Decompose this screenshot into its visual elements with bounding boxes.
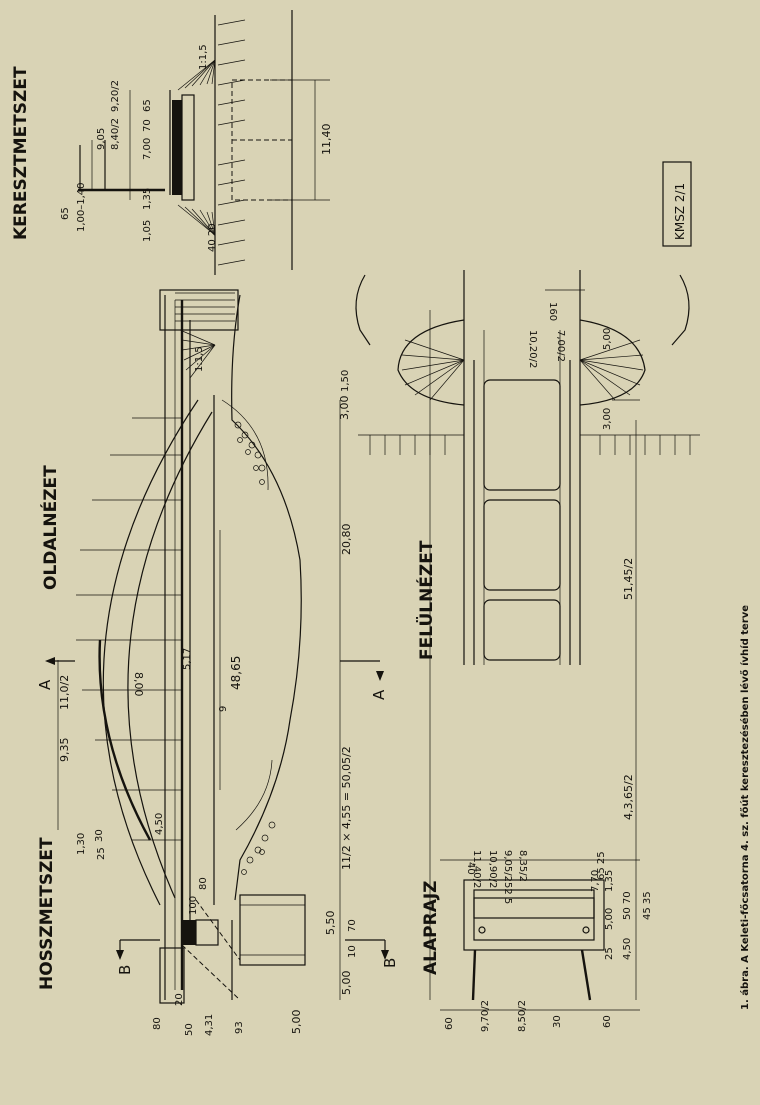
dim-span-formula: 11/2 × 4,55 = 50,05/2: [340, 746, 353, 870]
dim-left-20: 20: [174, 993, 185, 1006]
dim-plan-60-right: 60: [602, 1015, 613, 1028]
dim-8-40-2: 8,40/2: [110, 118, 121, 150]
dim-4-50: 4,50: [154, 813, 165, 835]
dim-plan-25: 25: [604, 947, 615, 960]
dim-7-00-2: 7,00/2: [555, 330, 566, 362]
elevation-view: [45, 289, 431, 1004]
section-a-arrow: [45, 657, 384, 681]
dim-10-20-2: 10,20/2: [527, 330, 538, 368]
dim-plan-65-25: 65 25: [596, 851, 607, 880]
dim-plan-52-5: 52 5: [502, 882, 513, 904]
dim-left-5-00: 5,00: [290, 1010, 303, 1035]
dim-51-45-2: 51,45/2: [622, 558, 635, 600]
dim-left-4-31: 4,31: [204, 1014, 215, 1036]
dim-1-05: 1,05: [142, 220, 153, 242]
dim-plan-9-05-2: 9,05/2: [502, 850, 513, 882]
dim-plan-7-70: 7,70: [590, 870, 601, 892]
dim-65-left: 65: [60, 207, 71, 220]
dim-160: 160: [547, 302, 558, 321]
dim-plan-45-35: 45 35: [642, 891, 653, 920]
stamp-text: KMSZ 2/1: [673, 183, 687, 240]
dim-8-00: 8,00: [132, 672, 145, 697]
dim-11-0-2: 11,0/2: [58, 675, 71, 710]
title-top-view: FELÜLNÉZET: [415, 540, 437, 660]
title-cross-section: KERESZTMETSZET: [11, 66, 31, 240]
title-longitudinal-section: HOSSZMETSZET: [37, 837, 57, 990]
cross-section-view: [78, 10, 330, 275]
dim-plan-5-00: 5,00: [604, 908, 615, 930]
section-b-label-left: B: [116, 965, 134, 975]
dim-1-00-1-40: 1,00–1,40: [76, 182, 87, 232]
section-a-label-right: A: [370, 689, 388, 700]
dim-1-30: 1,30: [76, 833, 87, 855]
dim-9-35: 9,35: [58, 738, 71, 763]
dim-5-50: 5,50: [324, 911, 337, 936]
dim-1-50: 1,50: [340, 370, 351, 392]
dim-plan-4-50: 4,50: [622, 938, 633, 960]
section-a-label-left: A: [36, 679, 54, 690]
top-view: [355, 270, 700, 1000]
dim-80: 80: [198, 877, 209, 890]
dim-9-05: 9,05: [96, 128, 107, 150]
dim-plan-60-left: 60: [444, 1017, 455, 1030]
dim-plan-8-50-2: 8,50/2: [517, 1000, 528, 1032]
dim-plan-40: 40: [465, 862, 476, 875]
dim-11-40: 11,40: [320, 124, 333, 156]
title-plan: ALAPRAJZ: [421, 880, 441, 975]
dim-100: 100: [188, 896, 199, 915]
dim-top-3-00: 3,00: [602, 408, 613, 430]
section-b-label-right: B: [381, 958, 399, 968]
plan-view: [440, 859, 640, 1011]
dim-25: 25: [96, 847, 107, 860]
stamp-box: [662, 161, 692, 247]
dim-plan-8-35-2: 8,35/2: [517, 850, 528, 882]
dim-cross-slope: 1:1,5: [198, 44, 209, 70]
dim-5-17: 5,17: [182, 648, 193, 670]
dim-plan-10-90-2: 10,90/2: [487, 850, 498, 888]
dim-left-50: 50: [184, 1023, 195, 1036]
caption: 1. ábra. A Keleti-főcsatorna 4. sz. főút…: [739, 605, 751, 1010]
dim-9-20-2: 9,20/2: [110, 80, 121, 112]
dim-3-00: 3,00: [338, 396, 351, 421]
dim-plan-9-70-2: 9,70/2: [480, 1000, 491, 1032]
dim-30: 30: [94, 829, 105, 842]
labels: HOSSZMETSZET OLDALNÉZET KERESZTMETSZET FELÜ…: [11, 44, 751, 1036]
dim-43-65-2: 4,3,65/2: [622, 774, 635, 820]
dim-1-35: 1,35: [142, 188, 153, 210]
dim-70-cross: 70: [142, 119, 153, 132]
dim-48-65: 48,65: [229, 656, 243, 690]
dim-plan-1-35: 1,35: [604, 870, 615, 892]
dim-top-5-00: 5,00: [602, 328, 613, 350]
dim-left-80: 80: [152, 1017, 163, 1030]
dim-plan-50-70: 50 70: [622, 891, 633, 920]
dim-plan-30: 30: [552, 1015, 563, 1028]
section-b-arrow: [116, 939, 389, 960]
dim-9: 9: [218, 706, 229, 712]
dim-70: 70: [347, 919, 358, 932]
dim-10: 10: [347, 945, 358, 958]
dim-7-00: 7,00: [142, 138, 153, 160]
dim-65-top: 65: [142, 99, 153, 112]
dim-5-00: 5,00: [340, 971, 353, 996]
dim-left-93: 93: [234, 1021, 245, 1034]
dim-40-20: 40 20: [207, 223, 218, 252]
dim-slope-1-15: 1:1,5: [194, 346, 205, 372]
title-side-elevation: OLDALNÉZET: [39, 465, 61, 590]
dim-20-80: 20,80: [340, 524, 353, 556]
dim-plan-11-40-2: 11,40/2: [471, 850, 482, 888]
